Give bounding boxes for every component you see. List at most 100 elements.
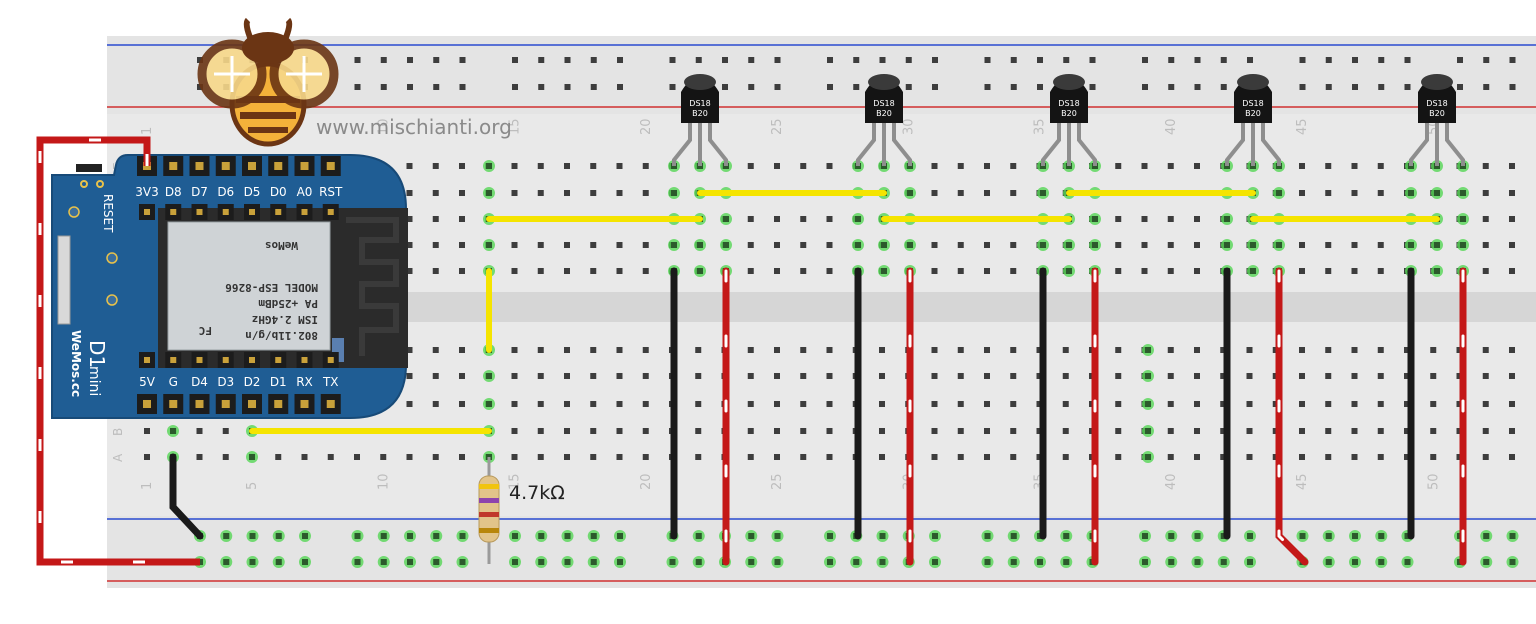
solder-pad-top-contact [301,209,308,215]
pin-label-bottom: 5V [139,375,156,389]
sensor-leg-vdd [1445,112,1465,166]
breadboard-hole [747,347,754,353]
breadboard-hole [406,454,413,460]
breadboard-hole [432,373,439,379]
connected-hole-center [354,559,361,565]
breadboard-hole [957,428,964,434]
reset-pad-1 [80,180,88,188]
breadboard-hole [1010,163,1017,169]
breadboard-hole [931,242,938,248]
rail-hole [1404,84,1411,90]
breadboard-hole [931,373,938,379]
connected-hole-center [669,559,676,565]
breadboard-hole [1220,373,1227,379]
connected-hole-center [1220,559,1227,565]
rail-hole [1378,84,1385,90]
breadboard-hole [1299,190,1305,196]
breadboard-hole [774,428,780,434]
connected-hole-center [881,242,887,248]
header-pin-bottom-contact [300,400,309,408]
breadboard-hole [537,347,544,353]
breadboard-hole [1141,268,1148,274]
breadboard-hole [1430,401,1437,407]
connected-hole-center [932,533,938,539]
sensor-top [1053,74,1085,90]
breadboard-hole [957,401,964,407]
rail-hole [1457,84,1463,90]
breadboard-hole [459,454,465,460]
rail-hole [695,57,702,63]
connected-hole-center [1434,190,1440,196]
connected-hole-center [1250,242,1256,248]
breadboard-hole [1062,347,1069,353]
connected-hole-center [223,533,230,539]
header-pin-bottom-contact [326,400,335,408]
connected-hole-center [380,559,387,565]
breadboard-hole [800,216,807,222]
breadboard-hole [642,428,649,434]
connected-hole-center [275,559,282,565]
connected-hole-center [1404,559,1411,565]
rail-hole [459,84,466,90]
breadboard-hole [354,454,360,460]
breadboard-hole [511,190,518,196]
connected-hole-center [1460,242,1466,248]
header-pin-bottom-contact [195,400,204,408]
breadboard-hole [774,268,780,274]
sensor-leg-gnd [1409,112,1429,166]
ground-wires [169,267,1415,540]
connected-hole-center [1145,401,1151,407]
breadboard-hole [984,454,990,460]
sensor-label-2: B20 [692,109,708,118]
solder-pad-bottom-contact [144,357,150,363]
breadboard-hole [590,163,597,169]
rail-hole [984,57,991,63]
resistor-band-4 [479,528,499,533]
breadboard-hole [406,268,413,274]
breadboard-hole [1167,163,1174,169]
connected-hole-center [249,533,256,539]
breadboard-hole [984,268,990,274]
breadboard-hole [774,454,780,460]
rail-hole [538,57,545,63]
breadboard-hole [1115,454,1122,460]
breadboard-hole [511,401,518,407]
column-number: 15 [508,118,523,135]
breadboard-hole [1482,401,1489,407]
breadboard-hole [564,428,570,434]
breadboard-hole [406,242,413,248]
breadboard-hole [1404,373,1410,379]
column-number: 30 [901,118,916,135]
breadboard-hole [144,454,150,460]
breadboard-hole [432,163,439,169]
module-line-2: ISM 2.4GHz [252,313,318,326]
breadboard-hole [1404,401,1410,407]
breadboard-hole [1010,454,1017,460]
sensor-top [1237,74,1269,90]
solder-pad-bottom-contact [170,357,177,363]
board-power-wire [36,136,200,566]
breadboard-hole [1167,347,1174,353]
breadboard-hole [432,190,439,196]
usb-port [57,235,71,325]
reset-button[interactable] [76,164,102,172]
breadboard-hole [1351,454,1358,460]
connected-hole-center [170,428,176,434]
header-pin-bottom-contact [143,400,151,408]
connected-hole-center [748,533,755,539]
ground-wire-board [169,453,204,540]
connected-hole-center [459,533,466,539]
connected-hole-center [879,533,886,539]
breadboard-hole [1377,242,1384,248]
breadboard-hole [1509,216,1515,222]
column-number: 10 [376,473,391,490]
breadboard-hole [537,190,544,196]
breadboard-hole [774,373,780,379]
breadboard-hole [1010,190,1017,196]
column-number: 1 [140,127,155,135]
breadboard-hole [1351,373,1358,379]
rail-hole [1142,84,1148,90]
breadboard-hole [459,190,465,196]
resistor-band-1 [479,484,499,489]
